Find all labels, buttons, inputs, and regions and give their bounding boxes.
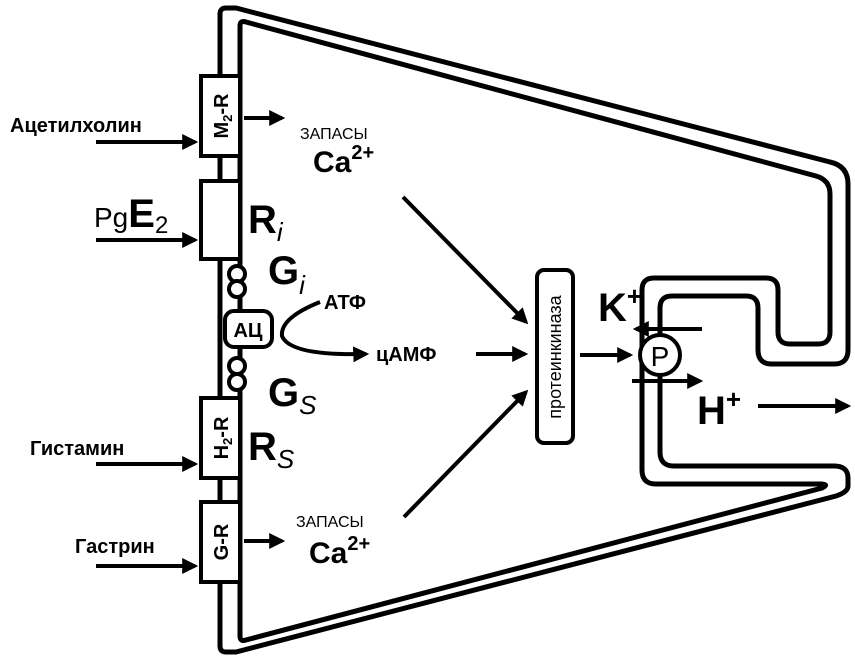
pge2-label: PgE2 — [94, 192, 168, 239]
calcium-stores-bottom-label: ЗАПАСЫ — [296, 514, 364, 531]
h2-receptor-label: H2-R — [211, 416, 235, 459]
cell-membrane-outer — [217, 5, 851, 655]
m2-receptor-box — [199, 74, 242, 158]
gi-protein-circles — [227, 264, 247, 299]
atp-conversion-curve — [279, 300, 370, 363]
cell-membrane-inner — [237, 19, 833, 643]
calcium-top-to-kinase-arrow — [401, 195, 529, 325]
adenylate-cyclase-box — [223, 309, 274, 349]
proton-pump-label: P — [651, 341, 670, 372]
gastrin-label: Гастрин — [75, 536, 155, 558]
gs-label: GS — [268, 371, 317, 420]
camp-label: цАМФ — [376, 344, 436, 366]
protein-kinase-box — [535, 268, 575, 445]
gs-protein-circles — [227, 356, 247, 392]
calcium-bottom-to-kinase-arrow — [402, 389, 529, 519]
rs-label: RS — [248, 425, 295, 474]
calcium-bottom-ion: Ca2+ — [309, 533, 370, 570]
calcium-top-ion: Ca2+ — [313, 142, 374, 179]
potassium-label: K+ — [598, 281, 642, 330]
hydrogen-label: H+ — [697, 384, 741, 433]
ri-receptor-box — [199, 179, 242, 261]
gi-label: Gi — [268, 249, 306, 300]
h2-receptor-box — [199, 396, 242, 480]
adenylate-cyclase-label: АЦ — [233, 320, 262, 342]
gastrin-receptor-box — [199, 500, 242, 584]
proton-pump-circle — [638, 333, 682, 377]
m2-receptor-label: M2-R — [211, 93, 235, 139]
calcium-stores-top-label: ЗАПАСЫ — [300, 126, 368, 143]
protein-kinase-label: протеинкиназа — [545, 294, 565, 418]
acetylcholine-label: Ацетилхолин — [10, 115, 142, 137]
histamine-label: Гистамин — [30, 438, 124, 460]
gastrin-receptor-label: G-R — [211, 523, 233, 560]
ri-label: Ri — [248, 198, 284, 247]
atp-label: АТФ — [324, 292, 366, 314]
